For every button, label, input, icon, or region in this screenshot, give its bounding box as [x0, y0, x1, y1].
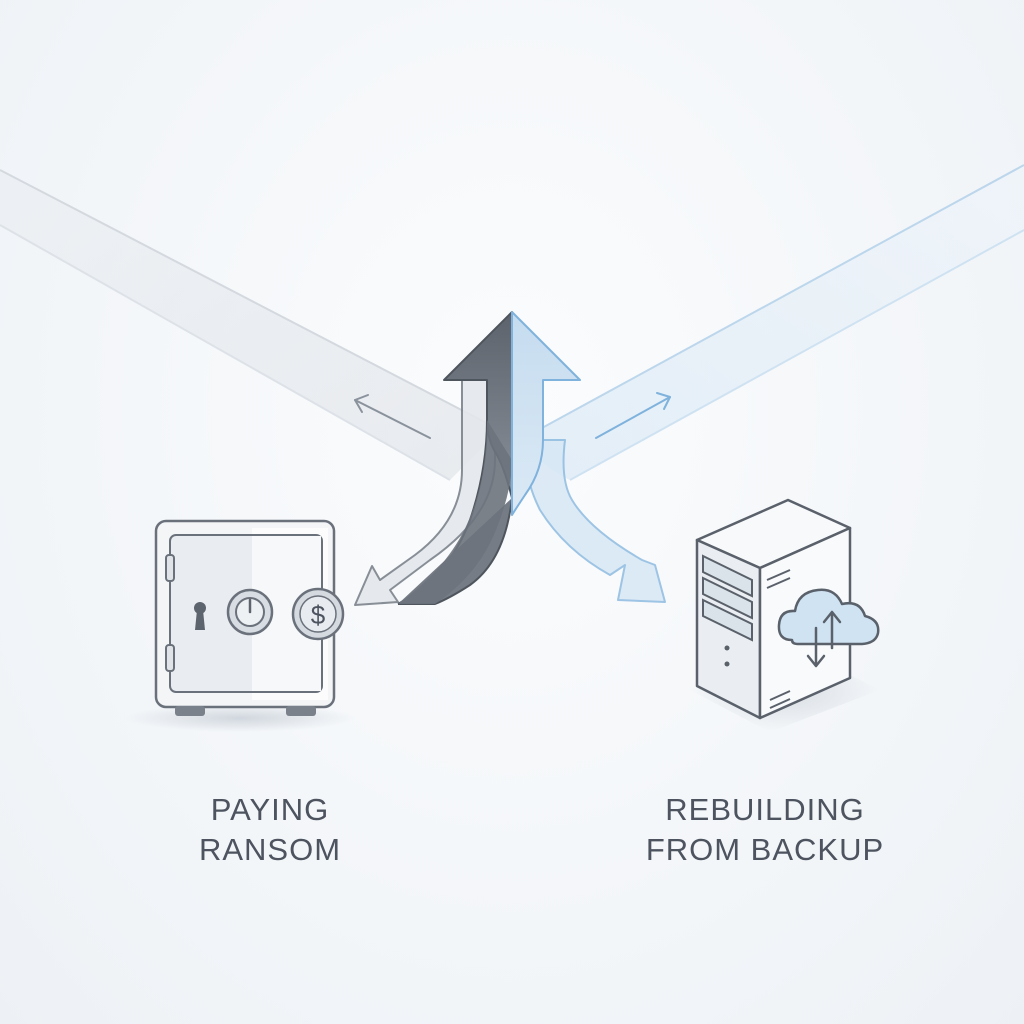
central-up-arrow-blue: [511, 311, 581, 516]
left-trail-band: [0, 169, 501, 481]
left-small-arrow: [354, 394, 431, 439]
right-small-arrow: [595, 392, 671, 439]
rebuilding-from-backup-label: REBUILDING FROM BACKUP: [610, 790, 920, 870]
rebuilding-line-2: FROM BACKUP: [645, 832, 885, 867]
paying-ransom-line-2: RANSOM: [198, 832, 342, 867]
coin-symbol: $: [311, 600, 326, 630]
right-curve-arrow: [525, 439, 666, 603]
rebuilding-line-1: REBUILDING: [665, 792, 865, 827]
paying-ransom-label: PAYING RANSOM: [140, 790, 400, 870]
dollar-coin-icon: $: [291, 587, 345, 641]
central-up-arrow-dark: [397, 311, 513, 605]
dial-icon: [226, 588, 274, 636]
right-trail-band: [519, 164, 1024, 481]
cloud-sync-icon: [777, 588, 880, 668]
server-illustration: [690, 498, 880, 732]
keyhole-icon: [194, 602, 206, 630]
safe-illustration: $: [125, 519, 355, 732]
paying-ransom-line-1: PAYING: [210, 792, 330, 827]
